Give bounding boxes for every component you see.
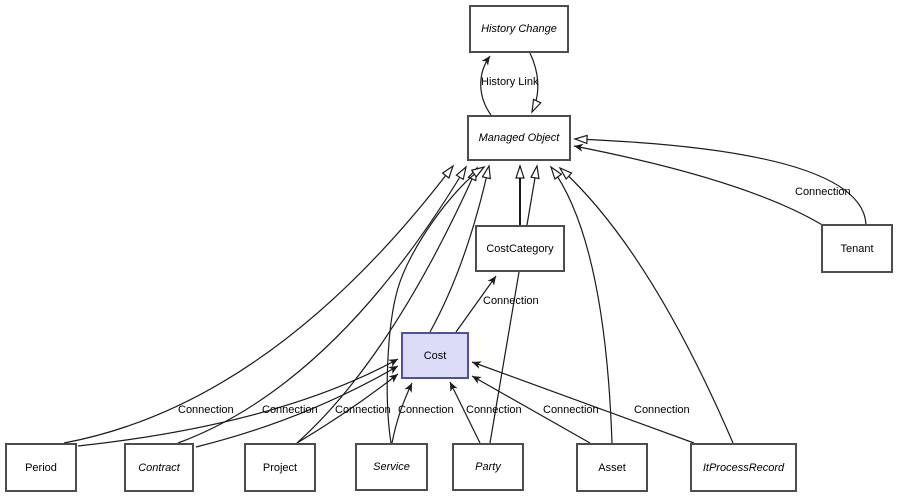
node-managed-object[interactable]: Managed Object	[467, 115, 571, 161]
node-cost-category-label: CostCategory	[486, 242, 554, 255]
node-party[interactable]: Party	[452, 443, 524, 491]
edge-cost-costcategory-connection[interactable]	[455, 275, 497, 333]
edge-label-history-link: History Link	[481, 76, 539, 88]
edge-label-connection-costcategory: Connection	[483, 295, 539, 307]
node-history-change[interactable]: History Change	[469, 5, 569, 53]
node-project-label: Project	[262, 461, 298, 474]
node-project[interactable]: Project	[244, 443, 316, 492]
node-asset[interactable]: Asset	[576, 443, 648, 492]
edge-itprocessrecord-generalization[interactable]	[558, 166, 734, 444]
edge-party-generalization[interactable]	[489, 164, 540, 444]
node-contract-label: Contract	[138, 461, 180, 474]
edge-period-cost-connection[interactable]	[77, 358, 399, 447]
node-cost-category[interactable]: CostCategory	[475, 225, 565, 272]
node-tenant[interactable]: Tenant	[821, 224, 893, 273]
edge-historychange-generalization[interactable]	[529, 52, 542, 114]
node-it-process-record-label: ItProcessRecord	[702, 461, 785, 474]
edge-label-connection-contract: Connection	[262, 404, 318, 416]
edge-label-connection-tenant: Connection	[795, 186, 851, 198]
edge-label-connection-service: Connection	[398, 404, 454, 416]
node-cost-label: Cost	[423, 349, 447, 362]
edge-label-connection-party: Connection	[466, 404, 522, 416]
edge-contract-cost-connection[interactable]	[195, 365, 399, 448]
node-history-change-label: History Change	[481, 23, 557, 35]
node-asset-label: Asset	[598, 461, 626, 474]
edge-service-generalization[interactable]	[386, 165, 486, 444]
edge-label-connection-asset: Connection	[543, 404, 599, 416]
edge-contract-generalization[interactable]	[177, 165, 467, 444]
edge-period-generalization[interactable]	[63, 164, 455, 444]
edge-party-cost-connection[interactable]	[449, 381, 481, 444]
edge-history-link-association[interactable]	[480, 55, 492, 116]
node-service[interactable]: Service	[355, 443, 428, 491]
edge-project-cost-connection[interactable]	[296, 373, 399, 444]
edge-label-connection-project: Connection	[335, 404, 391, 416]
node-period[interactable]: Period	[5, 443, 77, 492]
node-tenant-label: Tenant	[840, 242, 874, 255]
node-service-label: Service	[373, 461, 410, 473]
edge-asset-cost-connection[interactable]	[471, 375, 591, 444]
node-period-label: Period	[25, 461, 57, 474]
edge-cost-generalization[interactable]	[429, 164, 491, 333]
edge-tenant-generalization[interactable]	[573, 134, 867, 225]
edge-label-connection-itprocessrecord: Connection	[634, 404, 690, 416]
node-party-label: Party	[475, 461, 501, 473]
edge-service-cost-connection[interactable]	[391, 382, 413, 444]
node-contract[interactable]: Contract	[124, 443, 194, 492]
node-managed-object-label: Managed Object	[478, 132, 560, 144]
edge-label-connection-period: Connection	[178, 404, 234, 416]
edge-tenant-connection[interactable]	[573, 143, 825, 227]
node-cost[interactable]: Cost	[401, 332, 469, 379]
edge-asset-generalization[interactable]	[549, 165, 613, 444]
edge-itprocessrecord-cost-connection[interactable]	[471, 361, 695, 444]
node-it-process-record[interactable]: ItProcessRecord	[690, 443, 797, 492]
